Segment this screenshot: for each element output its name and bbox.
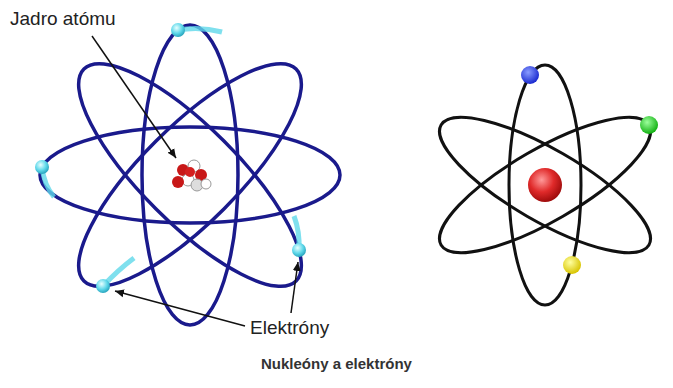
orbit-group	[423, 65, 667, 305]
part-label: Elektróny	[250, 317, 329, 339]
electron	[521, 66, 539, 84]
electron-group	[35, 23, 306, 293]
part-label: Jadro atómu	[10, 8, 116, 30]
leader-lines	[92, 36, 298, 326]
nucleus-cluster	[172, 160, 211, 191]
electron	[563, 256, 581, 274]
nucleus	[528, 168, 562, 202]
figure-caption: Nukleóny a elektróny	[261, 355, 412, 372]
electron	[640, 116, 658, 134]
orbit-group	[40, 25, 340, 325]
